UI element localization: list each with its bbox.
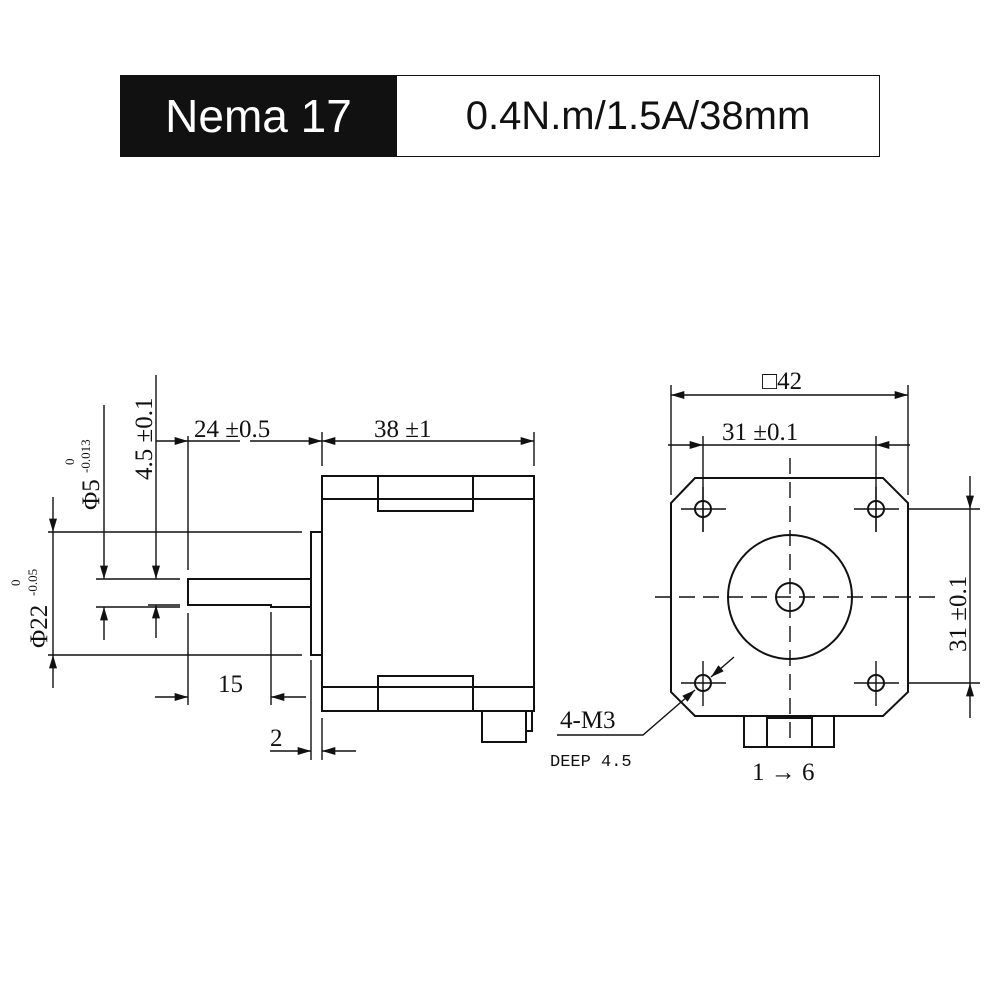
shaft (187, 578, 311, 608)
front-view: □42 31 ±0.1 31 ±0.1 4-M3 DEEP 4.5 1 → 6 (550, 368, 980, 786)
shaft-length-label: 24 ±0.5 (194, 416, 270, 443)
thread-depth-label: DEEP 4.5 (550, 753, 632, 772)
flat-length-label: 15 (218, 671, 243, 698)
flange-thickness-label: 2 (270, 725, 283, 752)
connector (743, 715, 835, 748)
body-length-label: 38 ±1 (374, 416, 431, 443)
shaft-tol-upper: 0 (62, 459, 77, 466)
title-banner: Nema 17 0.4N.m/1.5A/38mm (120, 75, 880, 157)
motor-body (321, 475, 535, 743)
flat-depth-label: 4.5 ±0.1 (131, 398, 158, 480)
square-size-label: □42 (762, 368, 802, 395)
boss-diameter-label: Φ22 (26, 605, 53, 648)
flange-boss (310, 531, 323, 656)
hole-spacing-v-label: 31 ±0.1 (945, 576, 972, 652)
shaft-diameter-label: Φ5 (78, 479, 105, 510)
model-name: Nema 17 (120, 75, 397, 157)
hole-spacing-h-label: 31 ±0.1 (722, 419, 798, 446)
boss-tol-upper: 0 (8, 580, 23, 587)
faceplate (670, 477, 909, 717)
connector-pins-label: 1 → 6 (752, 759, 815, 786)
boss-tol-lower: -0.05 (25, 569, 40, 596)
motor-spec: 0.4N.m/1.5A/38mm (397, 75, 880, 157)
thread-label: 4-M3 (560, 707, 616, 734)
side-view: 24 ±0.5 38 ±1 Φ22 0 -0.05 Φ5 0 -0.013 4.… (8, 375, 535, 760)
shaft-tol-lower: -0.013 (78, 439, 93, 473)
